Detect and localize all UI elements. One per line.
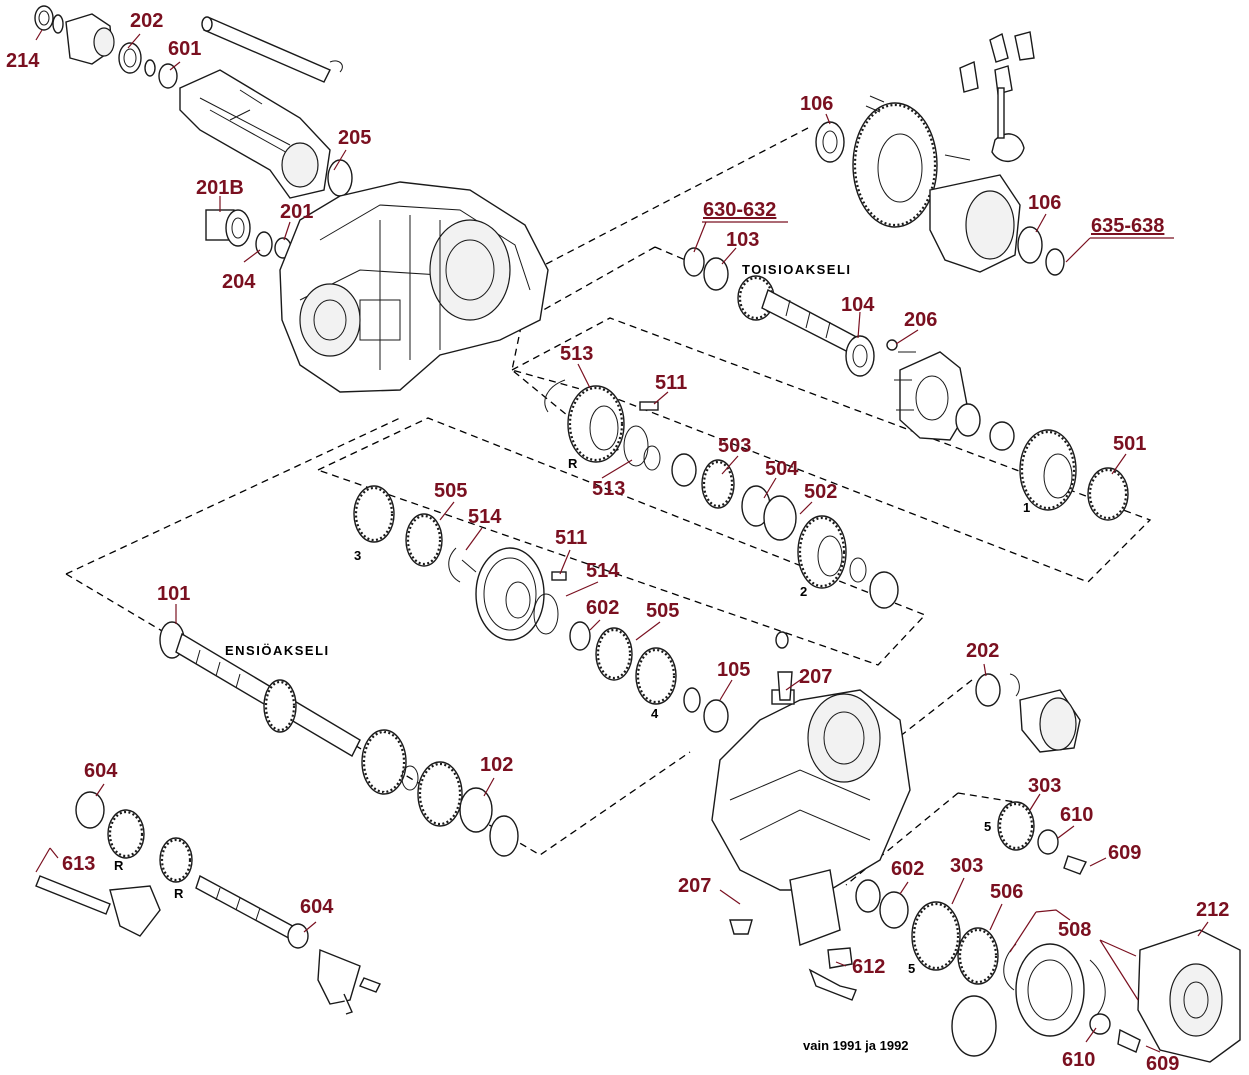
label-630-632: 630-632: [703, 199, 776, 221]
label-511-mid: 511: [555, 527, 587, 549]
label-501: 501: [1113, 433, 1146, 455]
label-205: 205: [338, 127, 371, 149]
fifth-gear-group: [855, 801, 1141, 1057]
label-602-mid: 602: [586, 597, 619, 619]
label-505-top: 505: [434, 480, 467, 502]
label-609-low: 609: [1146, 1053, 1179, 1075]
label-303-top: 303: [1028, 775, 1061, 797]
differential-group: [815, 31, 1065, 276]
gearbox-housing-lower: [711, 631, 911, 946]
label-506: 506: [990, 881, 1023, 903]
caption-input-shaft: ENSIÖAKSELI: [225, 643, 330, 658]
label-201: 201: [280, 201, 313, 223]
bearing-retainer-group: [205, 209, 292, 259]
label-505-mid: 505: [646, 600, 679, 622]
label-303-low: 303: [950, 855, 983, 877]
label-104: 104: [841, 294, 875, 316]
label-207-low: 207: [678, 875, 711, 897]
gear-mark-fifth-b: 5: [908, 961, 915, 976]
label-106-top: 106: [800, 93, 833, 115]
label-103: 103: [726, 229, 759, 251]
label-204: 204: [222, 271, 256, 293]
label-604-low: 604: [300, 896, 334, 918]
label-508: 508: [1058, 919, 1091, 941]
label-101: 101: [157, 583, 190, 605]
gear-mark-reverse-b: R: [174, 886, 184, 901]
output-gears-group: [544, 379, 899, 609]
gear-marks: R 1 2 3 4 R R 5 5: [114, 456, 1030, 976]
label-502: 502: [804, 481, 837, 503]
input-gears-group: [353, 485, 729, 733]
label-511-top: 511: [655, 372, 687, 394]
gear-mark-third: 3: [354, 548, 361, 563]
right-flange-group: [975, 673, 1081, 753]
gear-mark-first: 1: [1023, 500, 1030, 515]
label-106-right: 106: [1028, 192, 1061, 214]
gear-mark-reverse-top: R: [568, 456, 578, 471]
output-shaft-group: [683, 247, 1129, 521]
leader-lines: [35, 29, 1209, 1053]
label-602-low: 602: [891, 858, 924, 880]
label-105: 105: [717, 659, 750, 681]
label-513-top: 513: [560, 343, 593, 365]
label-612: 612: [852, 956, 885, 978]
label-206: 206: [904, 309, 937, 331]
label-504: 504: [765, 458, 799, 480]
label-609-top: 609: [1108, 842, 1141, 864]
label-102: 102: [480, 754, 513, 776]
drive-flange-group: [34, 5, 343, 89]
label-214: 214: [6, 50, 40, 72]
label-503: 503: [718, 435, 751, 457]
label-610-top: 610: [1060, 804, 1093, 826]
gear-mark-fourth: 4: [651, 706, 659, 721]
label-635-638: 635-638: [1091, 215, 1164, 237]
label-613: 613: [62, 853, 95, 875]
gearbox-housing-upper: [279, 181, 549, 393]
rear-cover: [1137, 929, 1241, 1063]
shift-linkage-group: [35, 791, 857, 1015]
gear-mark-fifth-a: 5: [984, 819, 991, 834]
label-212: 212: [1196, 899, 1229, 921]
part-labels: 214 202 601 205 201B 201 204 106 106 630…: [6, 10, 1229, 1075]
caption-footnote: vain 1991 ja 1992: [803, 1038, 909, 1053]
gear-mark-reverse-a: R: [114, 858, 124, 873]
label-513-low: 513: [592, 478, 625, 500]
label-514-mid: 514: [586, 560, 620, 582]
label-514-top: 514: [468, 506, 502, 528]
caption-output-shaft: TOISIOAKSELI: [742, 262, 852, 277]
label-610-low: 610: [1062, 1049, 1095, 1071]
gear-mark-second: 2: [800, 584, 807, 599]
label-604-top: 604: [84, 760, 118, 782]
input-shaft-group: [159, 621, 519, 857]
label-601: 601: [168, 38, 201, 60]
label-202-top: 202: [130, 10, 163, 32]
label-202-right: 202: [966, 640, 999, 662]
label-207-top: 207: [799, 666, 832, 688]
label-201B: 201B: [196, 177, 244, 199]
